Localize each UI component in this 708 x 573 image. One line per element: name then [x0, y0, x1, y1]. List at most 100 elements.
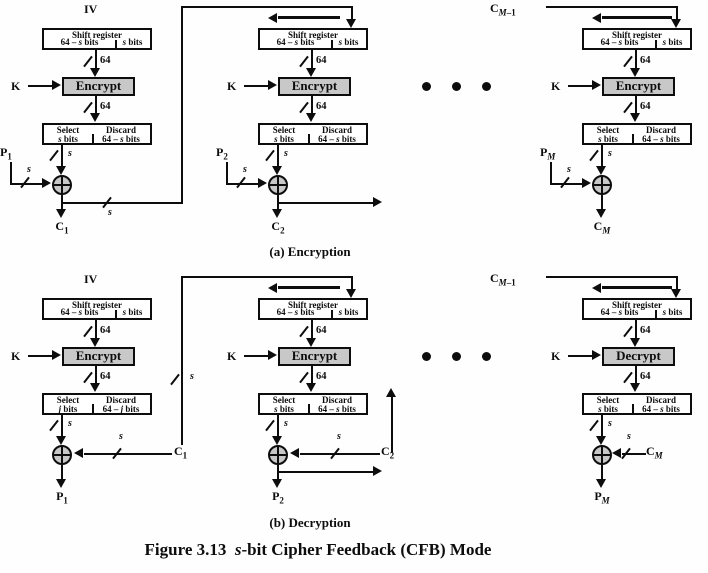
- bus-width-tick: [265, 149, 275, 162]
- box-divider: [632, 134, 634, 143]
- s-width-label: s: [27, 164, 31, 175]
- s-bit-line: [277, 145, 279, 168]
- ciphertext-label: CM: [593, 219, 611, 236]
- xor-cross: [54, 184, 70, 186]
- bus-width-label: 64: [100, 371, 111, 382]
- ellipsis-dot: [422, 82, 431, 91]
- xor-cross: [594, 184, 610, 186]
- key-line: [568, 85, 592, 87]
- arrowhead-down-icon: [306, 68, 316, 77]
- feedback-line: [181, 6, 353, 8]
- plaintext-line: [10, 183, 42, 185]
- s-width-label: s: [119, 431, 123, 442]
- xor-cross: [270, 184, 286, 186]
- bus-width-label: 64: [316, 101, 327, 112]
- key-label: K: [11, 79, 21, 93]
- arrowhead-down-icon: [346, 289, 356, 298]
- arrowhead-down-icon: [306, 383, 316, 392]
- s-width-label: s: [608, 418, 612, 429]
- box-divider: [308, 404, 310, 413]
- shift-register-box: Shift register 64 – s bits s bits: [42, 298, 152, 320]
- decryption-stage-1: IV Shift register 64 – s bits s bits 64 …: [0, 270, 200, 536]
- plaintext-label: P2: [216, 145, 228, 162]
- bus-width-tick: [623, 101, 633, 114]
- bus-line: [311, 96, 313, 115]
- feedback-line: [181, 276, 183, 445]
- arrowhead-down-icon: [596, 479, 606, 488]
- decryption-stage-m: Shift register 64 – s bits s bits 64 K D…: [540, 270, 708, 536]
- plaintext-line: [10, 162, 12, 185]
- bus-width-label: 64: [316, 371, 327, 382]
- arrowhead-down-icon: [90, 113, 100, 122]
- bus-width-label: 64: [100, 325, 111, 336]
- bus-width-label: 64: [640, 55, 651, 66]
- output-line: [61, 465, 63, 480]
- xor-gate: [268, 445, 288, 465]
- bus-line: [95, 50, 97, 70]
- arrowhead-down-icon: [56, 166, 66, 175]
- arrowhead-right-icon: [268, 350, 277, 360]
- plaintext-line: [226, 162, 228, 185]
- arrowhead-down-icon: [272, 209, 282, 218]
- ciphertext-label: C2: [271, 219, 285, 236]
- bus-width-tick: [589, 149, 599, 162]
- arrowhead-right-icon: [258, 178, 267, 188]
- s-bit-line: [601, 415, 603, 438]
- arrowhead-right-icon: [592, 350, 601, 360]
- arrowhead-left-icon: [592, 283, 601, 293]
- shift-register-box: Shift register 64 – s bits s bits: [582, 28, 692, 50]
- plaintext-label: P1: [0, 145, 12, 162]
- bus-line: [311, 50, 313, 70]
- feedback-line: [62, 202, 182, 204]
- box-divider: [655, 40, 657, 48]
- previous-ciphertext-label: CM–1: [490, 1, 516, 18]
- arrowhead-left-icon: [592, 13, 601, 23]
- shift-register-box: Shift register 64 – s bits s bits: [258, 298, 368, 320]
- figure-caption: Figure 3.13 s-bit Cipher Feedback (CFB) …: [144, 540, 492, 559]
- bus-line: [635, 366, 637, 385]
- s-width-label: s: [68, 148, 72, 159]
- s-width-label: s: [190, 371, 194, 382]
- arrowhead-down-icon: [630, 338, 640, 347]
- xor-cross: [54, 454, 70, 456]
- arrowhead-down-icon: [596, 209, 606, 218]
- bus-width-tick: [589, 419, 599, 432]
- box-divider: [331, 310, 333, 318]
- bus-width-tick: [83, 55, 93, 68]
- bus-line: [311, 366, 313, 385]
- encrypt-box: Encrypt: [278, 347, 351, 366]
- bus-width-label: 64: [640, 371, 651, 382]
- shift-direction-line: [602, 16, 672, 19]
- key-line: [244, 85, 268, 87]
- shift-register-left-field: 64 – s bits: [600, 307, 639, 317]
- xor-gate: [268, 175, 288, 195]
- plaintext-label: PM: [594, 489, 610, 506]
- arrowhead-down-icon: [306, 113, 316, 122]
- output-line: [601, 465, 603, 480]
- feedback-line: [181, 6, 183, 204]
- arrowhead-down-icon: [90, 338, 100, 347]
- key-label: K: [551, 349, 561, 363]
- arrowhead-right-icon: [268, 80, 277, 90]
- feedback-line: [181, 276, 353, 278]
- bus-line: [635, 96, 637, 115]
- shift-register-left-field: 64 – s bits: [60, 37, 99, 47]
- arrowhead-right-icon: [42, 178, 51, 188]
- key-line: [28, 355, 52, 357]
- bus-line: [311, 320, 313, 340]
- shift-direction-line: [278, 286, 340, 289]
- feedback-line: [351, 276, 353, 290]
- bus-line: [95, 96, 97, 115]
- ciphertext-label: C1: [55, 219, 69, 236]
- s-bit-line: [61, 145, 63, 168]
